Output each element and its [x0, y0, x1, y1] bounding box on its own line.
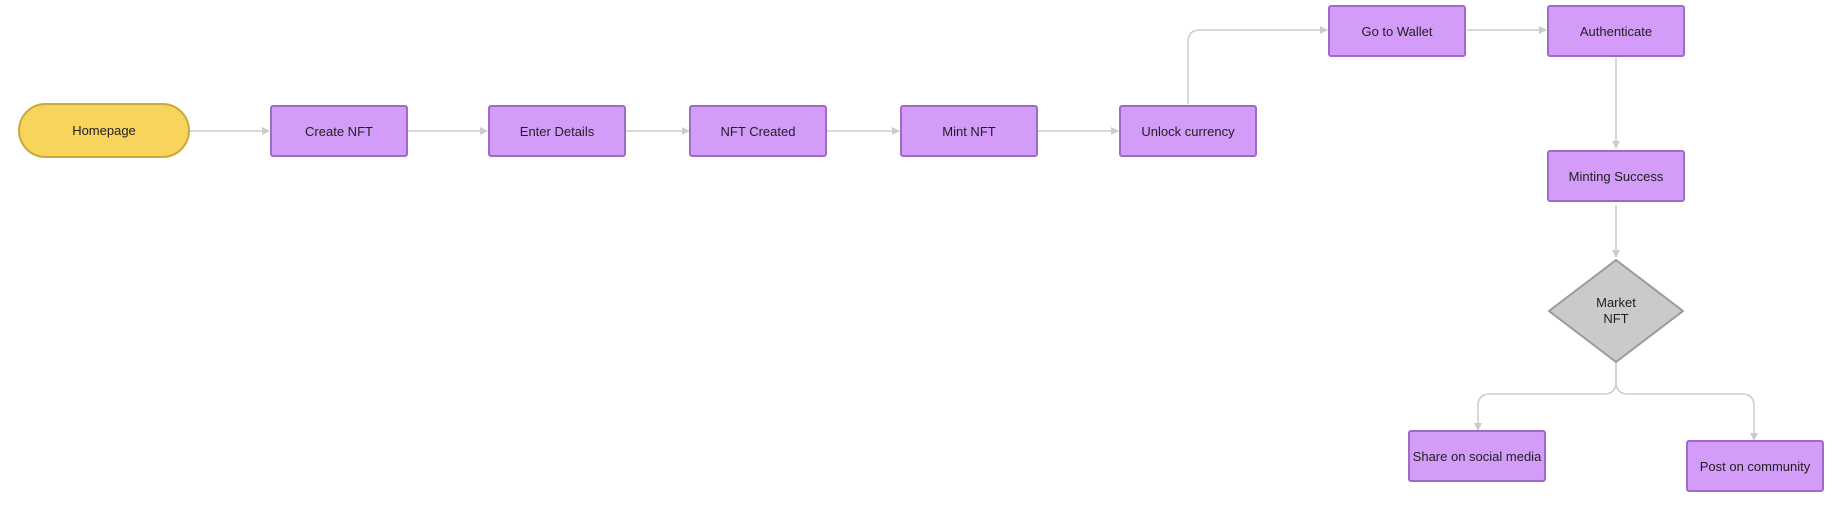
node-create-nft[interactable]: Create NFT — [270, 105, 408, 157]
node-minting-success-label: Minting Success — [1568, 168, 1664, 184]
connector-market-nft-post-community — [1615, 362, 1758, 441]
node-post-on-community[interactable]: Post on community — [1686, 440, 1824, 492]
node-authenticate-label: Authenticate — [1579, 23, 1653, 39]
node-market-nft[interactable]: Market NFT — [1548, 259, 1684, 363]
node-unlock-currency[interactable]: Unlock currency — [1119, 105, 1257, 157]
node-mint-nft-label: Mint NFT — [942, 123, 996, 139]
node-homepage[interactable]: Homepage — [18, 103, 190, 158]
node-minting-success[interactable]: Minting Success — [1547, 150, 1685, 202]
node-enter-details[interactable]: Enter Details — [488, 105, 626, 157]
node-share-social-media[interactable]: Share on social media — [1408, 430, 1546, 482]
node-go-to-wallet[interactable]: Go to Wallet — [1328, 5, 1466, 57]
node-market-nft-label: Market NFT — [1596, 295, 1636, 326]
node-go-to-wallet-label: Go to Wallet — [1361, 23, 1433, 39]
node-unlock-currency-label: Unlock currency — [1141, 123, 1235, 139]
node-create-nft-label: Create NFT — [305, 123, 373, 139]
node-mint-nft[interactable]: Mint NFT — [900, 105, 1038, 157]
node-nft-created-label: NFT Created — [720, 123, 796, 139]
node-homepage-label: Homepage — [72, 123, 136, 138]
node-post-on-community-label: Post on community — [1699, 458, 1811, 474]
connector-unlock-currency-go-to-wallet — [1187, 26, 1328, 104]
decision-diamond-shape — [1548, 259, 1684, 363]
connector-market-nft-share-social — [1474, 362, 1617, 431]
node-share-social-media-label: Share on social media — [1412, 448, 1542, 464]
node-nft-created[interactable]: NFT Created — [689, 105, 827, 157]
node-enter-details-label: Enter Details — [519, 123, 595, 139]
node-authenticate[interactable]: Authenticate — [1547, 5, 1685, 57]
